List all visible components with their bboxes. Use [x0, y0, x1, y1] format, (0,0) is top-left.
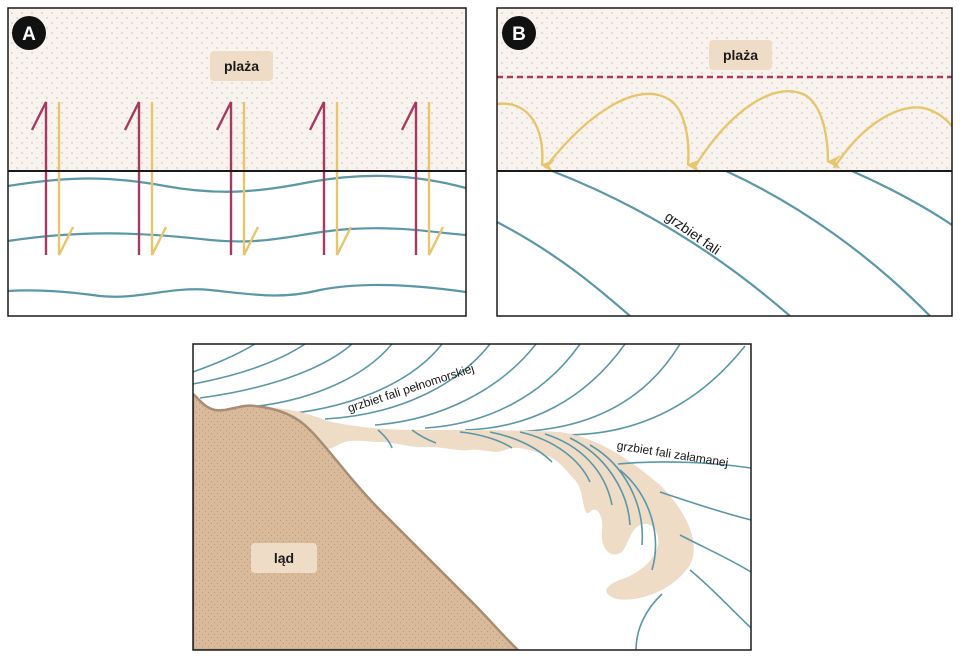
panel-c-land-label-text: ląd	[274, 550, 294, 566]
panel-a-backwash-arrows	[57, 102, 445, 256]
refracted-crest	[459, 431, 513, 449]
panel-b-wave-crest	[725, 170, 931, 316]
deep-crest	[324, 344, 491, 420]
refracted-crest	[689, 569, 751, 629]
refracted-crest	[411, 429, 437, 444]
refracted-crest	[489, 431, 553, 463]
panel-a-frame	[7, 7, 467, 317]
backwash-arrow	[57, 102, 75, 256]
panel-b-badge-letter: B	[512, 24, 526, 45]
refracted-crest	[659, 491, 751, 521]
panel-b-beach-label-text: plaża	[723, 47, 758, 63]
panel-b: B plaża grzbiet fali	[496, 7, 953, 317]
deep-crest	[193, 344, 306, 385]
refracted-crest	[619, 469, 657, 571]
refracted-crest	[679, 534, 751, 573]
panel-a-wave-crest-1	[8, 174, 466, 193]
panel-c-refracted-crests-outer	[617, 461, 751, 650]
panel-c-land	[193, 392, 520, 650]
panel-c-land-label: ląd	[251, 543, 317, 573]
panel-a-beach-label: plaża	[210, 51, 273, 81]
deep-crest	[199, 344, 353, 399]
refracted-crest	[589, 444, 644, 546]
swash-arc-arrow	[497, 102, 556, 174]
panel-b-frame	[496, 7, 953, 317]
swash-arc-arrow	[692, 90, 841, 170]
refracted-crest	[617, 461, 751, 469]
refracted-crest	[569, 437, 631, 526]
panel-a-beach-label-text: plaża	[224, 58, 259, 74]
deep-crest	[193, 344, 256, 373]
panel-b-beach	[497, 8, 952, 171]
swash-up-arrow	[123, 101, 141, 255]
panel-b-wave-crests	[497, 169, 952, 316]
backwash-arrow	[150, 102, 168, 256]
panel-b-badge: B	[502, 16, 536, 50]
panel-b-beach-label: plaża	[709, 40, 772, 70]
refracted-crest	[635, 593, 663, 650]
swash-arc-arrow	[544, 92, 702, 174]
swash-up-arrow	[400, 101, 418, 255]
panel-b-wave-crest	[497, 221, 631, 316]
deep-crest	[374, 344, 537, 426]
swash-arc-arrow	[832, 106, 952, 169]
panel-b-wave-crest	[551, 169, 791, 316]
panel-b-sea	[497, 171, 952, 316]
swash-up-arrow	[30, 101, 48, 255]
deep-crest	[424, 344, 581, 429]
backwash-arrow	[335, 102, 353, 256]
backwash-arrow	[242, 102, 260, 256]
panel-a-badge-letter: A	[22, 24, 36, 45]
panel-a: A plaża	[7, 7, 467, 317]
panel-b-wave-crest	[851, 169, 952, 226]
refracted-crest	[519, 431, 591, 483]
refracted-crest	[377, 429, 393, 449]
swash-up-arrow	[215, 101, 233, 255]
deep-crest	[464, 344, 626, 431]
panel-a-wave-crest-2	[8, 227, 466, 243]
panel-c: ląd grzbiet fali pełnomorskiej grzbiet f…	[192, 343, 752, 651]
panel-a-swash-up-arrows	[30, 101, 418, 255]
panel-a-wave-crest-3	[8, 283, 466, 298]
panel-a-badge: A	[12, 16, 46, 50]
backwash-arrow	[427, 102, 445, 256]
refracted-crest	[544, 433, 613, 506]
swash-up-arrow	[308, 101, 326, 255]
panel-b-zigzag-arrows	[497, 90, 952, 174]
panel-c-frame	[192, 343, 752, 651]
panel-a-beach	[8, 8, 466, 171]
panel-c-refracted-crests-inner	[377, 429, 657, 571]
panel-c-surf-foam	[245, 406, 694, 600]
